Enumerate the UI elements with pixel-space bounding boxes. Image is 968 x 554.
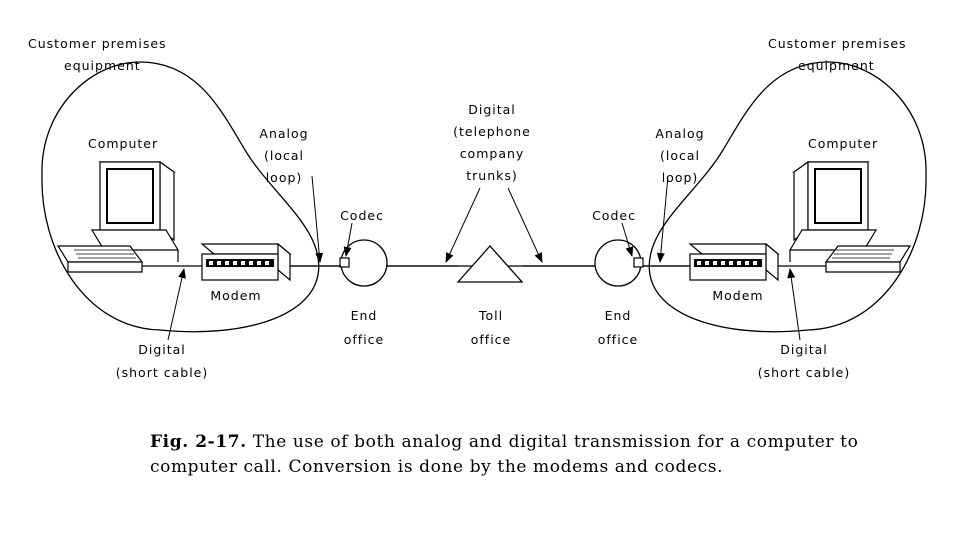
label-analog-left-2: (local xyxy=(264,148,304,163)
arrow-codec-left xyxy=(343,222,353,257)
label-cpe-left-1: Customer premises xyxy=(28,36,167,51)
label-toll-office-1: Toll xyxy=(478,308,503,323)
customer-premises-boundary-left xyxy=(41,61,320,333)
codec-right xyxy=(633,257,644,268)
label-end-office-right-2: office xyxy=(598,332,639,347)
computer-left xyxy=(56,160,180,273)
label-end-office-left-2: office xyxy=(344,332,385,347)
label-trunks-2: (telephone xyxy=(453,124,531,139)
label-cpe-right-1: Customer premises xyxy=(768,36,907,51)
customer-premises-boundary-right xyxy=(648,61,927,333)
arrow-digital-left xyxy=(167,268,186,341)
label-cpe-left-2: equipment xyxy=(64,58,141,73)
modem-left xyxy=(200,242,292,282)
label-analog-left-1: Analog xyxy=(259,126,308,141)
label-computer-left: Computer xyxy=(88,136,158,151)
label-modem-left: Modem xyxy=(210,288,261,303)
computer-right xyxy=(788,160,912,273)
label-computer-right: Computer xyxy=(808,136,878,151)
label-cpe-right-2: equipment xyxy=(798,58,875,73)
arrow-trunks-right xyxy=(507,187,543,263)
figure-number: Fig. 2-17. xyxy=(150,432,247,452)
figure-caption: Fig. 2-17. The use of both analog and di… xyxy=(150,430,910,480)
codec-left xyxy=(339,257,350,268)
arrow-analog-right xyxy=(656,175,669,263)
arrow-digital-right xyxy=(787,268,801,341)
label-modem-right: Modem xyxy=(712,288,763,303)
label-end-office-left-1: End xyxy=(351,308,378,323)
label-digital-right-2: (short cable) xyxy=(758,365,850,380)
label-trunks-3: company xyxy=(460,146,525,161)
arrow-codec-right xyxy=(621,222,634,257)
label-codec-left: Codec xyxy=(340,208,384,223)
caption-text: The use of both analog and digital trans… xyxy=(150,432,859,477)
arrow-analog-left xyxy=(311,175,324,263)
label-digital-right-1: Digital xyxy=(780,342,828,357)
label-trunks-4: trunks) xyxy=(466,168,518,183)
arrow-trunks-left xyxy=(445,187,481,263)
label-trunks-1: Digital xyxy=(468,102,516,117)
label-analog-right-2: (local xyxy=(660,148,700,163)
toll-office xyxy=(456,245,524,283)
modem-right xyxy=(688,242,780,282)
label-toll-office-2: office xyxy=(471,332,512,347)
label-digital-left-2: (short cable) xyxy=(116,365,208,380)
label-digital-left-1: Digital xyxy=(138,342,186,357)
label-end-office-right-1: End xyxy=(605,308,632,323)
label-analog-right-1: Analog xyxy=(655,126,704,141)
label-analog-right-3: loop) xyxy=(662,170,699,185)
label-codec-right: Codec xyxy=(592,208,636,223)
label-analog-left-3: loop) xyxy=(266,170,303,185)
